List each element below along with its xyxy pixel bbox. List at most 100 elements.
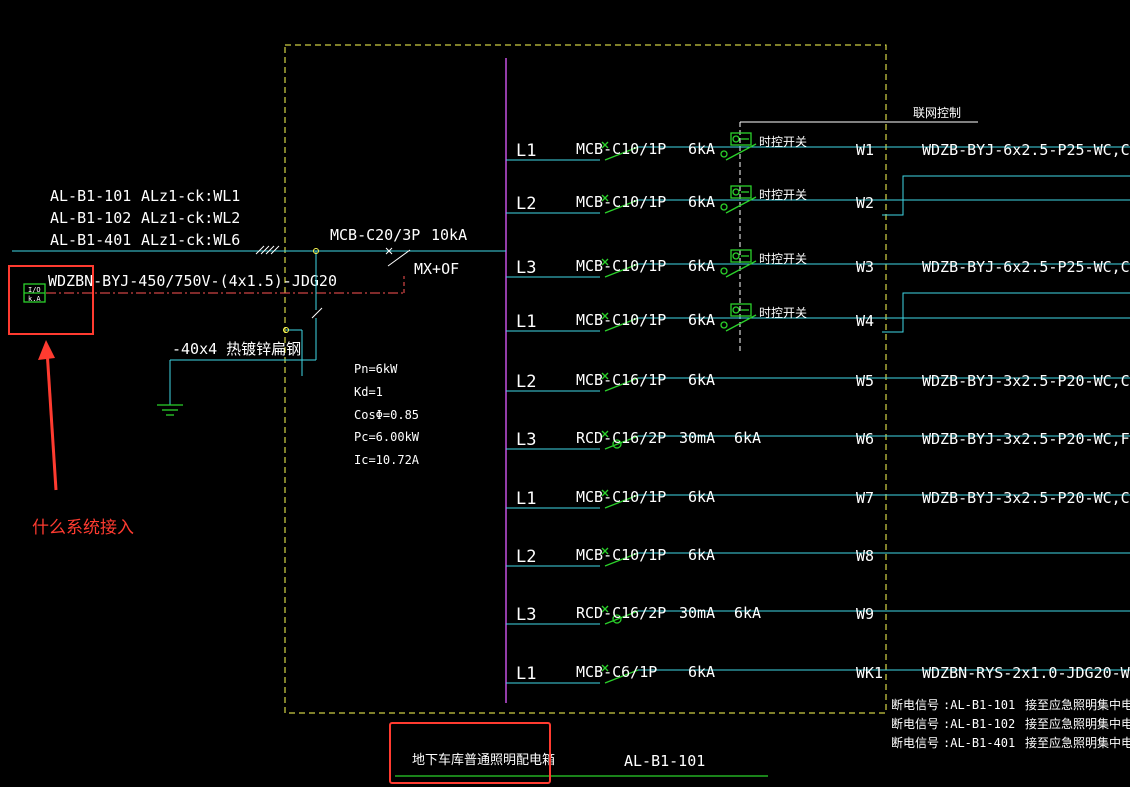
main-breaker-accessory: MX+OF [414,260,459,278]
circuit-breaker: MCB-C10/1P [576,193,666,211]
rcd-icon [612,439,622,449]
feeder-to: ALz1-ck:WL1 [141,187,240,205]
circuit-breaker: MCB-C10/1P [576,311,666,329]
circuit-id: W7 [856,489,874,507]
timer-contact [725,196,757,214]
signal-note: 接至应急照明集中电源 [1025,716,1130,731]
highlight-panel-name [389,722,551,784]
rcd-icon [612,614,622,624]
circuit-phase: L3 [516,430,536,450]
feeder-from: AL-B1-401 [50,231,131,249]
breaker-x-mark [601,430,609,438]
circuit-rating: 6kA [688,140,715,158]
circuit-cable: WDZB-BYJ-6x2.5-P25-WC,CC [922,258,1130,276]
circuit-id: W9 [856,605,874,623]
breaker-x-mark [601,372,609,380]
circuit-rating: 6kA [688,371,715,389]
incoming-cable-label: WDZBN-BYJ-450/750V-(4x1.5)-JDG20 [48,272,337,290]
circuit-cable: WDZB-BYJ-3x2.5-P20-WC,CC [922,489,1130,507]
timer-switch-icon [730,249,752,263]
breaker-contact [604,435,639,450]
param-kd: Kd=1 [354,385,383,399]
timer-label: 时控开关 [759,188,807,202]
main-breaker-rating: 10kA [431,226,467,244]
io-module-bottom: k.A [28,295,41,303]
circuit-rating: 6kA [688,546,715,564]
circuit-cable: WDZB-BYJ-3x2.5-P20-WC,FC [922,430,1130,448]
circuit-breaker: MCB-C10/1P [576,546,666,564]
breaker-x-mark [601,258,609,266]
circuit-phase: L1 [516,664,536,684]
circuit-rating: 6kA [734,429,761,447]
circuit-cable: WDZBN-RYS-2x1.0-JDG20-WS [922,664,1130,682]
breaker-contact [604,317,639,332]
param-ic: Ic=10.72A [354,453,420,467]
highlight-io-module [8,265,94,335]
timer-contact [725,260,757,278]
conductor-ticks [255,245,280,255]
breaker-x-mark [601,312,609,320]
timer-switch-icon [730,303,752,317]
circuit-id: W1 [856,141,874,159]
circuit-breaker: MCB-C10/1P [576,488,666,506]
ground-icon [157,404,183,416]
breaker-contact [604,377,639,392]
timer-switch-icon [730,185,752,199]
panel-name: 地下车库普通照明配电箱 [412,752,555,768]
circuit-id: W3 [856,258,874,276]
breaker-contact [604,494,639,509]
surge-protection [169,251,317,405]
w4-continuation [882,292,1130,333]
circuit-id: W2 [856,194,874,212]
timer-switch-icon [730,132,752,146]
circuit-id: W6 [856,430,874,448]
breaker-x-mark [601,141,609,149]
feeder-to: ALz1-ck:WL6 [141,231,240,249]
breaker-contact [604,263,639,278]
signal-note: 接至应急照明集中电源 [1025,735,1130,750]
circuit-breaker: MCB-C16/1P [576,371,666,389]
panel-id: AL-B1-101 [624,752,705,770]
circuit-rcd-sensitivity: 30mA [679,604,715,622]
circuit-rating: 6kA [688,257,715,275]
signal-note: 接至应急照明集中电源 [1025,697,1130,712]
feeder-from: AL-B1-101 [50,187,131,205]
main-breaker-contact [387,249,411,267]
main-breaker-label: MCB-C20/3P [330,226,420,244]
circuit-rcd-sensitivity: 30mA [679,429,715,447]
signal-label: 断电信号 [891,735,939,750]
circuit-id: W5 [856,372,874,390]
feeder-from: AL-B1-102 [50,209,131,227]
circuit-phase: L3 [516,605,536,625]
circuit-id: W8 [856,547,874,565]
breaker-x-mark [601,547,609,555]
power-cut-signals: 断电信号 :AL-B1-101 接至应急照明集中电源 断电信号 :AL-B1-1… [891,697,1130,750]
param-cos: CosΦ=0.85 [354,408,419,422]
breaker-x-mark [601,489,609,497]
circuit-rating: 6kA [688,663,715,681]
circuit-breaker: MCB-C10/1P [576,140,666,158]
circuit-breaker: MCB-C10/1P [576,257,666,275]
breaker-contact [604,199,639,214]
signal-value: :AL-B1-401 [943,736,1015,750]
feeder-to: ALz1-ck:WL2 [141,209,240,227]
timer-label: 时控开关 [759,135,807,149]
breaker-x-mark [601,605,609,613]
ground-bar-label: -40x4 热镀锌扁钢 [172,340,301,358]
linkage-label: 联网控制 [913,106,961,120]
circuit-rating: 6kA [688,193,715,211]
breaker-contact [604,552,639,567]
circuit-phase: L2 [516,372,536,392]
timer-label: 时控开关 [759,306,807,320]
circuit-id: WK1 [856,664,883,682]
circuit-rating: 6kA [734,604,761,622]
circuit-phase: L3 [516,258,536,278]
